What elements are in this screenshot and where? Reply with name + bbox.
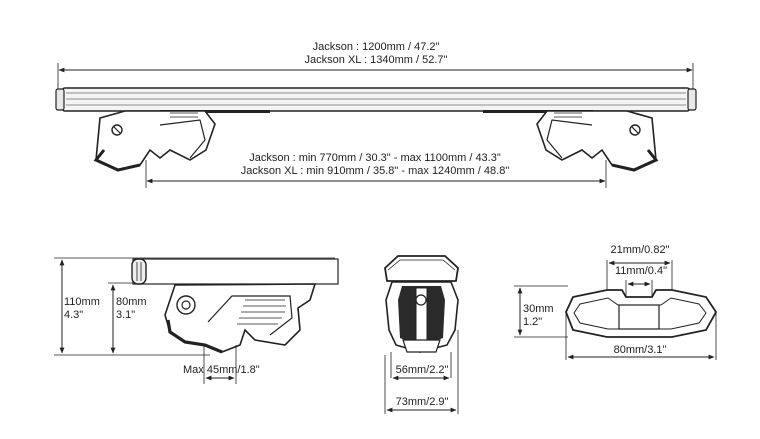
- left-foot: [93, 110, 216, 172]
- profile-height-mm-label: 30mm: [523, 303, 554, 315]
- foot-height-mm-label: 80mm: [116, 296, 147, 308]
- profile-width-label: 80mm/3.1": [613, 344, 667, 356]
- side-view: [54, 257, 339, 384]
- clamp-depth-label: Max 45mm/1.8": [183, 364, 260, 376]
- profile-height-in-label: 1.2": [523, 316, 543, 328]
- foot-span-label-jackson: Jackson : min 770mm / 30.3" - max 1100mm…: [249, 152, 501, 164]
- top-view: [55, 63, 697, 188]
- profile-view: [514, 260, 718, 360]
- front-inner-width-label: 56mm/2.2": [395, 364, 449, 376]
- right-foot: [536, 110, 659, 172]
- side-foot: [164, 283, 317, 354]
- front-view: [384, 255, 459, 414]
- profile-slot-width-label: 11mm/0.4": [615, 265, 667, 277]
- foot-span-label-jackson-xl: Jackson XL : min 910mm / 35.8" - max 124…: [240, 165, 510, 177]
- foot-height-in-label: 3.1": [116, 309, 136, 321]
- crossbar: [55, 87, 697, 113]
- bar-length-label-jackson-xl: Jackson XL : 1340mm / 52.7": [304, 54, 448, 66]
- profile-top-width-label: 21mm/0.82": [610, 244, 670, 256]
- front-outer-width-label: 73mm/2.9": [395, 396, 449, 408]
- total-height-in-label: 4.3": [64, 309, 84, 321]
- total-height-mm-label: 110mm: [64, 296, 100, 308]
- bar-length-label-jackson: Jackson : 1200mm / 47.2": [312, 41, 440, 53]
